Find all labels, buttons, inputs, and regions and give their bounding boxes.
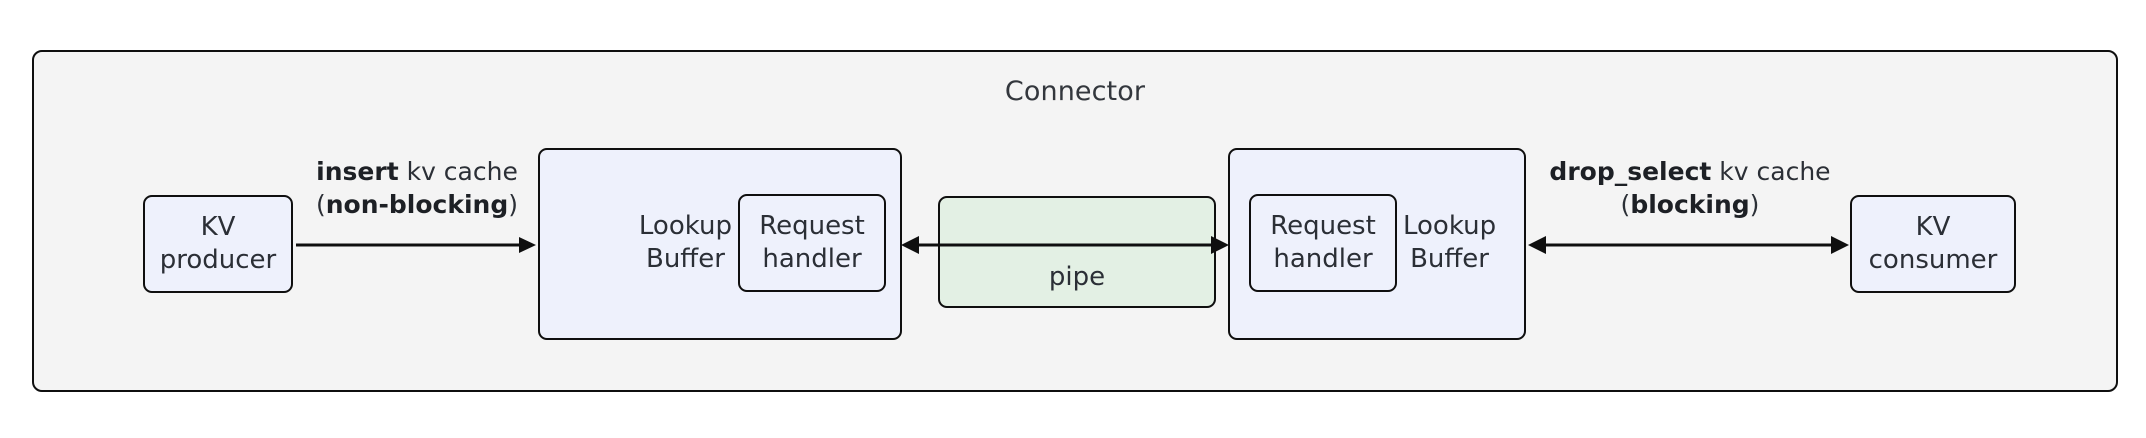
right-lookup-buffer-label: Lookup Buffer (1403, 210, 1497, 274)
edge-label-insert: insert kv cache (non-blocking) (292, 155, 542, 221)
edge-label-drop-select-line1: drop_select kv cache (1530, 155, 1850, 188)
node-kv-consumer: KV consumer (1850, 195, 2016, 293)
node-kv-producer-label: KV producer (159, 211, 277, 275)
node-right-lookup-buffer: Request handler Lookup Buffer (1228, 148, 1526, 340)
node-left-request-handler: Request handler (738, 194, 886, 292)
edge-label-drop-select-mode: blocking (1630, 190, 1750, 219)
edge-label-insert-line2-prefix: ( (315, 190, 326, 219)
edge-label-insert-line2: (non-blocking) (292, 188, 542, 221)
edge-label-drop-select-line2: (blocking) (1530, 188, 1850, 221)
right-buffer-content-row: Request handler Lookup Buffer (1230, 194, 1524, 292)
left-buffer-content-row: Lookup Buffer Request handler (540, 194, 900, 292)
node-kv-consumer-label: KV consumer (1868, 211, 1998, 275)
edge-label-insert-line1-rest: kv cache (398, 157, 518, 186)
edge-label-drop-select: drop_select kv cache (blocking) (1530, 155, 1850, 221)
edge-label-drop-select-line2-prefix: ( (1620, 190, 1631, 219)
edge-label-drop-select-line2-suffix: ) (1749, 190, 1760, 219)
edge-label-drop-select-line1-rest: kv cache (1711, 157, 1831, 186)
edge-label-insert-line2-suffix: ) (508, 190, 519, 219)
connector-title: Connector (1004, 76, 1146, 107)
node-pipe-label: pipe (1048, 262, 1106, 292)
edge-label-insert-line1: insert kv cache (292, 155, 542, 188)
edge-label-insert-mode: non-blocking (325, 190, 509, 219)
node-kv-producer: KV producer (143, 195, 293, 293)
node-right-request-handler: Request handler (1249, 194, 1397, 292)
edge-label-insert-keyword: insert (316, 157, 399, 186)
edge-label-drop-select-keyword: drop_select (1549, 157, 1712, 186)
left-lookup-buffer-label: Lookup Buffer (638, 210, 732, 274)
node-left-lookup-buffer: Lookup Buffer Request handler (538, 148, 902, 340)
node-pipe: pipe (938, 196, 1216, 308)
